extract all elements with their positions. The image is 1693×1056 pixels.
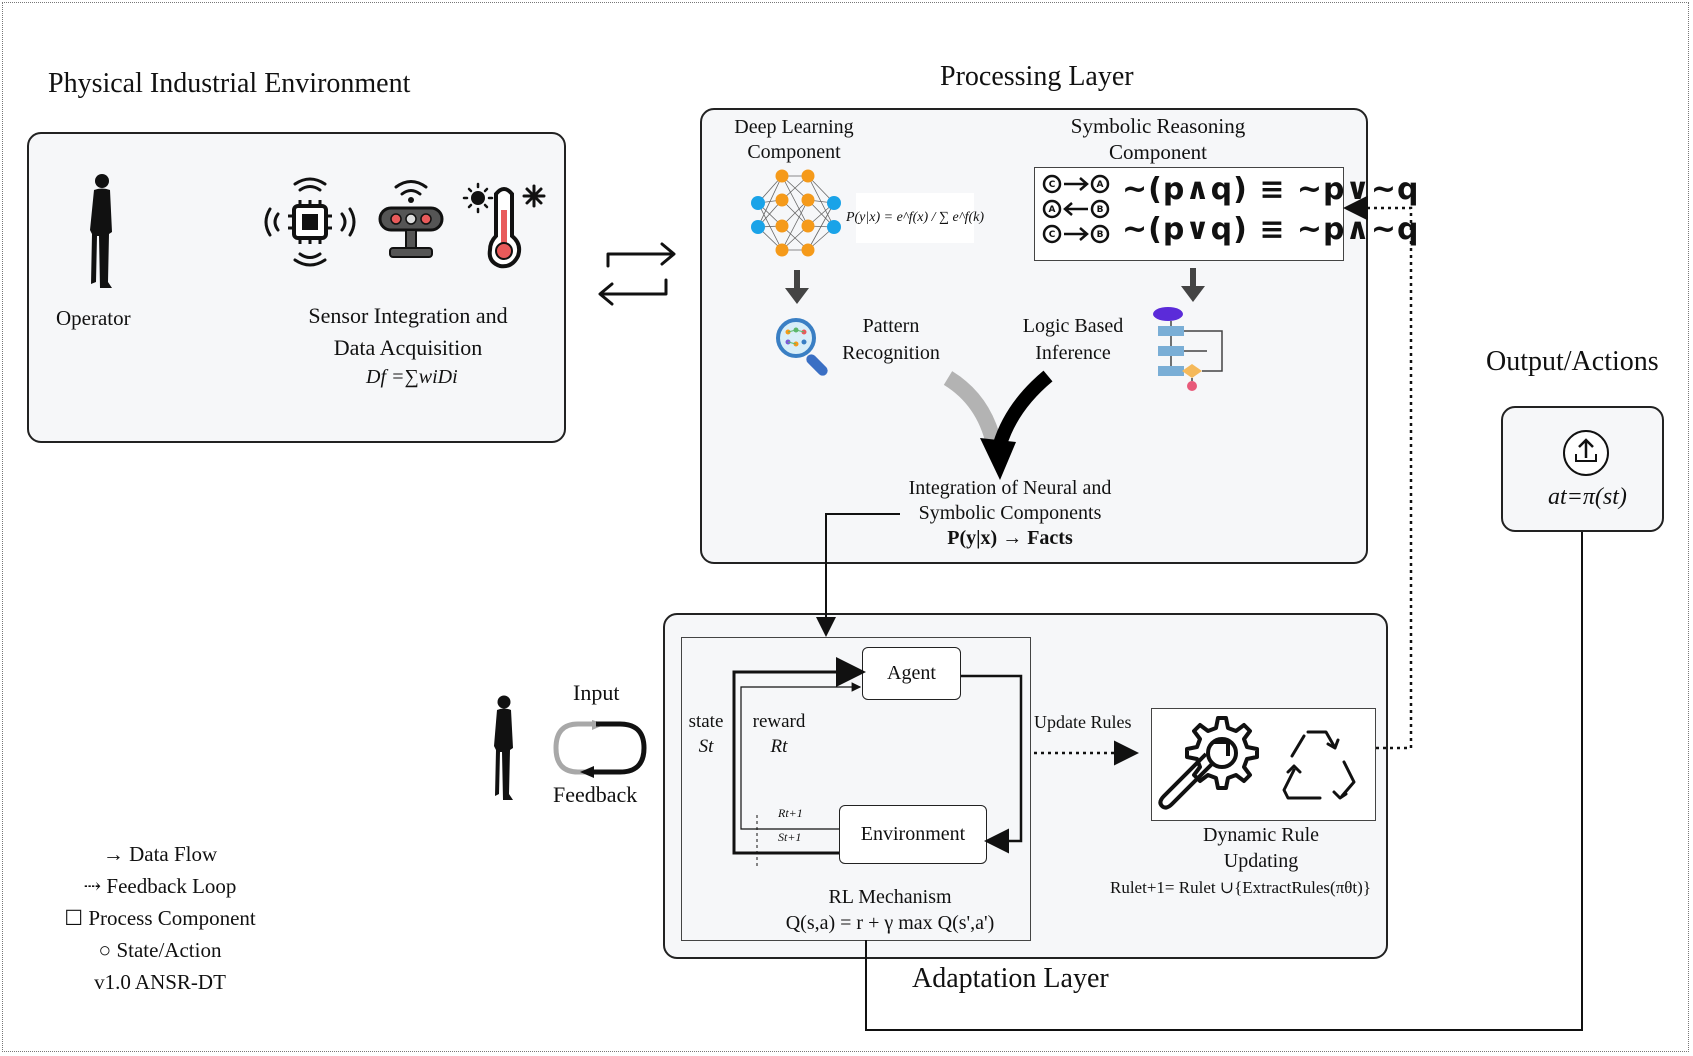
state-symbol: St	[698, 735, 714, 757]
sensor-formula-text: Df =∑wiDi	[366, 366, 458, 388]
state-word: state	[688, 711, 724, 732]
sensor-formula: Df =∑wiDi	[366, 366, 458, 389]
logic-implication-icons: C A A B C B	[1042, 174, 1110, 244]
dru-line-2: Updating	[1223, 850, 1299, 872]
reward-symbol: Rt	[770, 735, 788, 757]
dynamic-rule-box	[1151, 708, 1376, 821]
physical-title: Physical Industrial Environment	[48, 68, 411, 99]
rule-formula: Rulet+1= Rulet ∪{ExtractRules(πθt)}	[1110, 878, 1371, 897]
neural-network-icon	[751, 169, 841, 257]
feedback-label: Feedback	[553, 782, 638, 807]
sensor-label: Sensor Integration and Data Acquisition	[293, 302, 523, 361]
gear-wrench-icon	[1158, 716, 1259, 810]
state-label: state St	[686, 710, 726, 759]
pattern-label-line-2: Recognition	[842, 342, 940, 364]
environment-box: Environment	[839, 805, 987, 864]
operator-small-icon	[494, 695, 513, 800]
recycle-icon	[1282, 730, 1356, 800]
logic-formula-2: ~(p∨q) ≡ ~p∧~q	[1122, 212, 1420, 247]
sensor-label-line-2: Data Acquisition	[333, 334, 483, 360]
pattern-label: Pattern Recognition	[826, 314, 956, 366]
integration-line-3: P(y|x) → Facts	[947, 527, 1073, 549]
dl-down-arrow-icon	[785, 270, 809, 304]
legend-data-flow: → Data Flow	[102, 842, 218, 866]
svg-text:B: B	[1097, 230, 1104, 240]
camera-sensor-icon	[378, 180, 444, 258]
logic-formula-1: ~(p∧q) ≡ ~p∨~q	[1122, 172, 1420, 207]
svg-text:C: C	[1049, 180, 1056, 190]
svg-text:B: B	[1097, 205, 1104, 215]
iot-chip-icon	[264, 177, 356, 267]
thermometer-icon	[462, 182, 546, 269]
sr-label: Symbolic Reasoning Component	[1048, 113, 1268, 166]
integration-line-2: Symbolic Components	[918, 502, 1102, 524]
svg-text:A: A	[1097, 180, 1104, 190]
reward-label: reward Rt	[746, 710, 812, 759]
integration-line-1: Integration of Neural and	[908, 477, 1112, 499]
logic-inference-label-line-2: Inference	[1035, 342, 1111, 364]
bidirectional-arrows-icon	[598, 242, 676, 306]
operator-label: Operator	[56, 306, 131, 330]
merge-arrows-icon	[943, 370, 1053, 480]
sr-label-line-1: Symbolic Reasoning	[1070, 114, 1246, 138]
softmax-formula-text: P(y|x) = e^f(x) / ∑ e^f(k)	[845, 210, 985, 225]
legend-process-component: ☐ Process Component	[64, 906, 256, 930]
processing-title: Processing Layer	[940, 61, 1134, 92]
sensor-label-line-1: Sensor Integration and	[308, 303, 508, 328]
logic-inference-label-line-1: Logic Based	[1022, 315, 1124, 337]
rl-label: RL Mechanism	[828, 886, 952, 908]
flowchart-icon	[1153, 307, 1223, 391]
upload-icon	[1563, 430, 1609, 476]
softmax-formula: P(y|x) = e^f(x) / ∑ e^f(k)	[846, 193, 984, 243]
adaptation-title: Adaptation Layer	[912, 963, 1109, 994]
sr-down-arrow-icon	[1181, 268, 1205, 302]
integration-label: Integration of Neural and Symbolic Compo…	[880, 476, 1140, 551]
update-rules-label: Update Rules	[1034, 712, 1132, 732]
dynamic-rule-label: Dynamic Rule Updating	[1166, 822, 1356, 874]
svg-text:A: A	[1049, 205, 1056, 215]
svg-text:C: C	[1049, 230, 1056, 240]
q-formula: Q(s,a) = r + γ max Q(s',a')	[785, 912, 995, 934]
rl-mechanism-label: RL Mechanism Q(s,a) = r + γ max Q(s',a')	[760, 884, 1020, 936]
logic-inference-label: Logic Based Inference	[1008, 314, 1138, 366]
agent-box: Agent	[862, 647, 961, 700]
dru-line-1: Dynamic Rule	[1202, 824, 1320, 846]
legend-feedback-loop: ⇢ Feedback Loop	[83, 874, 237, 898]
legend: → Data Flow ⇢ Feedback Loop ☐ Process Co…	[40, 838, 280, 998]
reward-word: reward	[752, 711, 806, 732]
sr-label-line-2: Component	[1109, 140, 1207, 165]
pattern-label-line-1: Pattern	[862, 315, 920, 337]
s-next-label: St+1	[778, 830, 802, 844]
legend-state-action: ○ State/Action	[98, 938, 222, 962]
input-label: Input	[573, 680, 620, 705]
dl-label-line-1: Deep Learning	[734, 116, 854, 138]
dl-label-line-2: Component	[747, 141, 841, 163]
r-next-label: Rt+1	[778, 806, 803, 820]
dl-label: Deep Learning Component	[714, 115, 874, 165]
input-feedback-loop-icon	[553, 720, 647, 778]
legend-version: v1.0 ANSR-DT	[94, 970, 226, 994]
output-title: Output/Actions	[1486, 346, 1659, 377]
output-formula: at=π(st)	[1548, 484, 1627, 510]
operator-icon	[90, 174, 112, 288]
pattern-search-icon	[776, 318, 828, 376]
